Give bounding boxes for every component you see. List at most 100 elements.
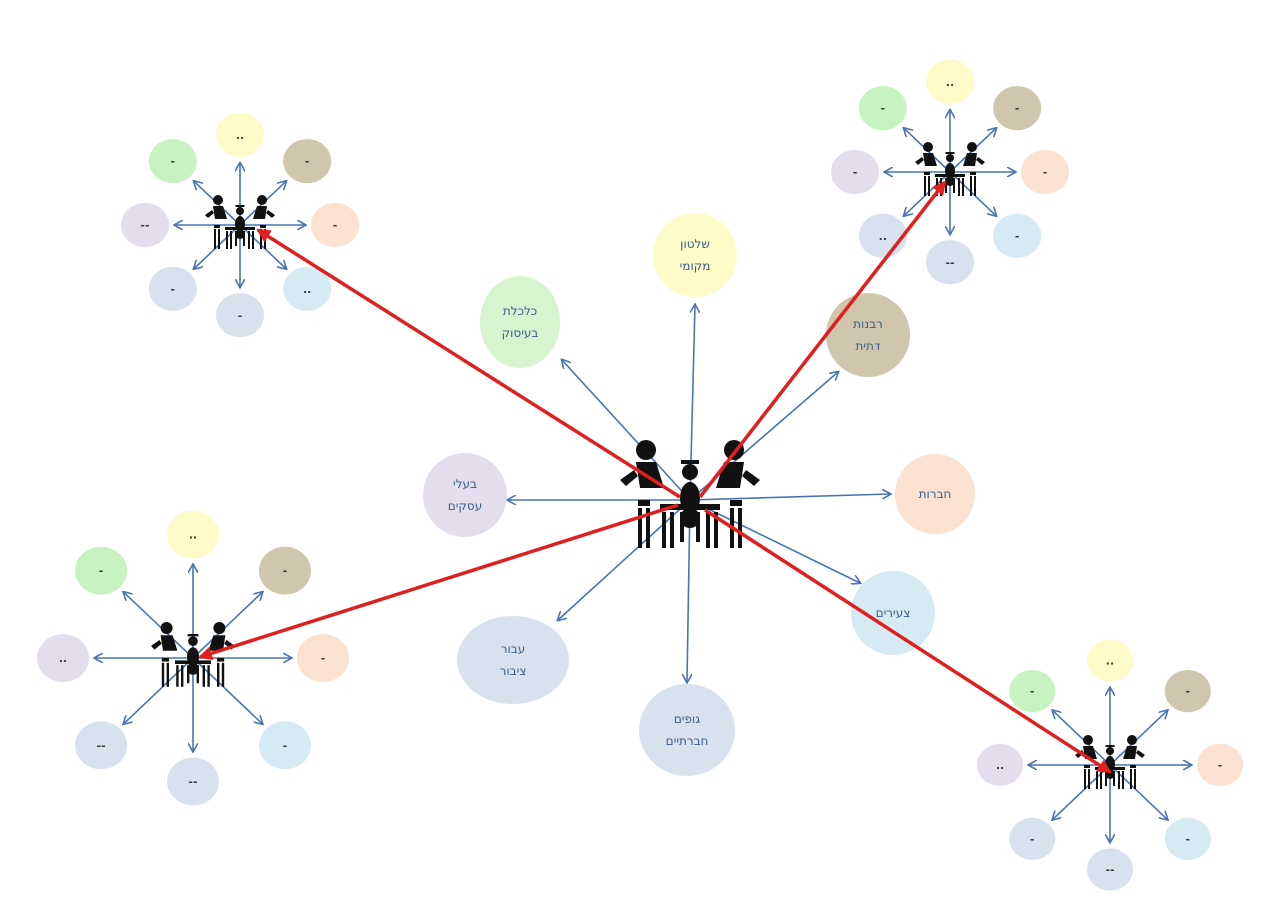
satellite-node: - — [1164, 669, 1211, 713]
satellite-node: -- — [167, 757, 219, 806]
satellite-node-label: - — [99, 565, 104, 578]
satellite-node: .. — [977, 743, 1023, 787]
satellite-node: .. — [167, 510, 219, 559]
satellite-node: .. — [1087, 639, 1133, 682]
link-arrow — [704, 508, 1112, 774]
satellite-node: - — [993, 86, 1042, 131]
satellite-node: - — [297, 634, 349, 682]
satellite-node: - — [148, 266, 197, 311]
center-stakeholder-node: חברות — [895, 454, 975, 534]
satellite-node-label: - — [1015, 102, 1020, 115]
satellite-node: -- — [75, 721, 128, 770]
node-label: גופים — [674, 712, 700, 726]
center-stakeholder-node: כלכלת בעיסוק — [480, 276, 560, 368]
satellite-node: - — [283, 139, 332, 184]
spoke-arrow — [949, 171, 996, 216]
spoke-arrow — [689, 499, 860, 583]
satellite-node: - — [1021, 149, 1069, 195]
satellite-node-label: - — [333, 219, 338, 232]
satellite-node: - — [1009, 817, 1056, 861]
red-link-arrows — [198, 180, 1112, 774]
satellite-node: -- — [1087, 848, 1133, 891]
satellite-node-label: - — [283, 565, 288, 578]
satellite-node: .. — [858, 213, 907, 258]
link-arrow — [698, 180, 947, 499]
center-stakeholder-node: גופים חברתיים — [639, 684, 735, 776]
node-label: עסקים — [448, 499, 482, 513]
spoke-arrow — [687, 499, 690, 682]
satellite-node: - — [858, 86, 907, 131]
center-stakeholder-node: עבור ציבור — [457, 616, 569, 704]
satellite-node-label: - — [1043, 166, 1048, 179]
node-label: בעיסוק — [502, 326, 539, 340]
spoke-arrow — [1053, 711, 1111, 766]
satellite-node-label: -- — [945, 256, 954, 269]
spoke-arrow — [689, 494, 890, 501]
spoke-arrow — [562, 360, 691, 501]
node-label: בעלי — [453, 477, 477, 491]
spoke-arrow — [239, 224, 286, 269]
satellite-node-label: - — [283, 739, 288, 752]
satellite-node-label: .. — [59, 652, 67, 665]
satellite-node-label: - — [1185, 685, 1190, 698]
satellite-node-label: .. — [189, 529, 197, 542]
node-label: ציבור — [500, 664, 527, 678]
spoke-arrow — [194, 224, 241, 269]
satellite-node-label: - — [881, 102, 886, 115]
node-label: מקומי — [680, 259, 711, 273]
satellite-node-label: - — [853, 166, 858, 179]
satellite-node: .. — [216, 112, 264, 157]
satellite-node-label: .. — [236, 129, 244, 142]
node-label: עבור — [501, 642, 526, 656]
satellite-node: - — [148, 139, 197, 184]
satellite-node-label: -- — [1105, 864, 1114, 877]
center-stakeholder-node: צעירים — [851, 571, 935, 655]
satellite-node-label: - — [1030, 833, 1035, 846]
spoke-arrow — [558, 499, 691, 620]
satellite-node: - — [311, 202, 359, 248]
satellite-node-label: .. — [946, 76, 954, 89]
satellite-node-label: - — [238, 309, 243, 322]
satellite-node: - — [1009, 669, 1056, 713]
satellite-node: .. — [926, 59, 974, 104]
node-label: חברות — [919, 487, 952, 501]
satellite-node-label: .. — [303, 283, 311, 296]
spoke-arrow — [124, 592, 194, 659]
link-arrow — [198, 503, 679, 661]
satellite-node: - — [1164, 817, 1211, 861]
satellite-node: -- — [121, 202, 169, 248]
satellite-node: - — [831, 149, 879, 195]
node-label: צעירים — [876, 606, 911, 620]
satellite-node: - — [75, 546, 128, 595]
node-label: כלכלת — [503, 304, 537, 318]
node-label: דתית — [855, 339, 880, 353]
node-label: חברתיים — [666, 734, 709, 748]
satellite-node: -- — [926, 240, 974, 285]
satellite-node-label: - — [1218, 759, 1223, 772]
satellite-node-label: -- — [140, 219, 149, 232]
satellite-node-label: .. — [1106, 655, 1114, 668]
satellite-node: - — [258, 546, 311, 595]
spoke-arrow — [904, 171, 951, 216]
satellite-node: - — [258, 721, 311, 770]
satellite-node-label: - — [171, 155, 176, 168]
satellite-node-label: - — [1030, 685, 1035, 698]
node-label: שלטון — [680, 237, 710, 251]
link-arrow — [256, 228, 681, 499]
satellite-node: - — [216, 293, 264, 338]
satellite-node-label: -- — [97, 739, 106, 752]
satellite-node: - — [1197, 743, 1243, 787]
satellite-node-label: - — [305, 155, 310, 168]
satellite-node-label: - — [1015, 230, 1020, 243]
satellite-node: - — [993, 213, 1042, 258]
satellite-node-label: - — [321, 652, 326, 665]
satellite-node: .. — [37, 634, 89, 682]
satellite-node: .. — [283, 266, 332, 311]
satellite-node-label: .. — [879, 230, 887, 243]
spoke-arrows — [95, 110, 1191, 842]
center-stakeholder-node: בעלי עסקים — [423, 453, 507, 537]
satellite-node-label: - — [1185, 833, 1190, 846]
